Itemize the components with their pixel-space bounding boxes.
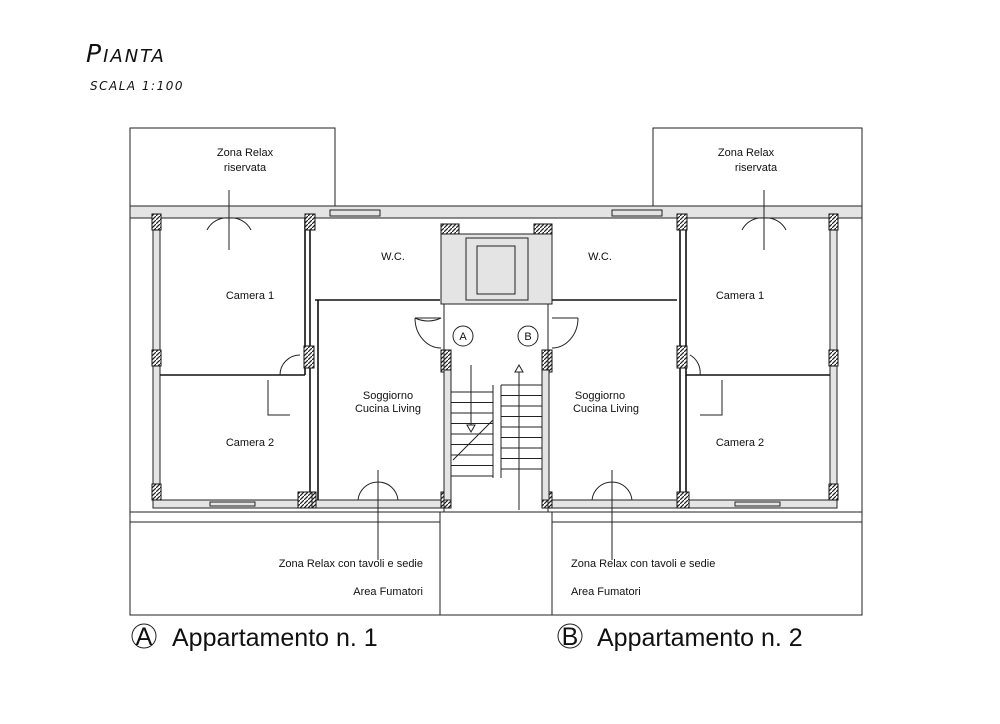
stair-wall-left — [443, 369, 452, 501]
legend-apartment-1: A Appartamento n. 1 — [131, 623, 378, 652]
door-camera1-left — [206, 190, 252, 250]
living-right-line2: Cucina Living — [573, 403, 639, 415]
window — [734, 501, 781, 507]
wc-left-label: W.C. — [381, 251, 405, 263]
marker-a-circle — [452, 325, 474, 347]
closet-outline — [267, 380, 723, 416]
stair-tread — [451, 395, 542, 403]
patio-left-line2: Area Fumatori — [353, 586, 423, 598]
north-wall — [129, 205, 863, 219]
patio-right-line2: Area Fumatori — [571, 586, 641, 598]
south-wall-right — [548, 499, 838, 509]
apartment-a-door — [414, 317, 442, 349]
stair-wall-right — [541, 369, 550, 501]
marker-b: B — [524, 331, 531, 343]
legend-apartment-2: B Appartamento n. 2 — [557, 623, 803, 652]
patio-left-line1: Zona Relax con tavoli e sedie — [279, 558, 423, 570]
plan-title: Pianta — [86, 39, 166, 68]
plan-scale: scala 1:100 — [90, 79, 184, 93]
stair-direction-lines — [452, 365, 520, 510]
relax-top-right-line1: Zona Relax — [718, 147, 775, 159]
relax-top-left-line2: riservata — [224, 162, 267, 174]
stair-tread — [451, 468, 542, 477]
relax-top-right-line2: riservata — [735, 162, 778, 174]
south-ledge-right — [551, 511, 863, 523]
window — [209, 501, 256, 507]
columns — [151, 213, 839, 509]
stair-tread — [451, 416, 542, 424]
legend-label-b: Appartamento n. 2 — [597, 624, 803, 652]
living-right-line1: Soggiorno — [575, 390, 625, 402]
legend-marker-b: B — [562, 623, 579, 651]
stair-tread — [451, 426, 542, 435]
legend-marker-a-circle — [131, 623, 157, 649]
stair-tread — [451, 384, 542, 393]
camera2-right-label: Camera 2 — [716, 437, 764, 449]
living-left-line1: Soggiorno — [363, 390, 413, 402]
stair-arrow-icons — [466, 363, 524, 434]
living-left-line2: Cucina Living — [355, 403, 421, 415]
door-swing — [279, 354, 701, 376]
south-ledge-left — [129, 511, 441, 523]
room-labels: Zona Relax riservata Zona Relax riservat… — [217, 147, 778, 598]
camera1-left-label: Camera 1 — [226, 290, 274, 302]
legend-marker-a: A — [136, 623, 153, 651]
stair-tread — [451, 437, 542, 445]
door-camera1-right — [741, 190, 787, 250]
elevator-shaft — [465, 237, 529, 301]
legend-marker-b-circle — [557, 623, 583, 649]
window — [611, 209, 663, 217]
stair-landing-edge — [492, 385, 502, 478]
wc-right-label: W.C. — [588, 251, 612, 263]
apartment-b-door — [551, 317, 579, 349]
patio-right-line1: Zona Relax con tavoli e sedie — [571, 558, 715, 570]
window — [329, 209, 381, 217]
camera2-left-label: Camera 2 — [226, 437, 274, 449]
relax-top-left-line1: Zona Relax — [217, 147, 274, 159]
camera1-right-label: Camera 1 — [716, 290, 764, 302]
marker-b-circle — [517, 325, 539, 347]
stair-tread — [451, 458, 542, 466]
elevator-cabin — [476, 245, 516, 295]
stair-tread — [451, 405, 542, 414]
legend-label-a: Appartamento n. 1 — [172, 624, 378, 652]
stair-treads — [451, 384, 542, 478]
marker-a: A — [459, 331, 467, 343]
entrance-paving — [439, 511, 553, 616]
